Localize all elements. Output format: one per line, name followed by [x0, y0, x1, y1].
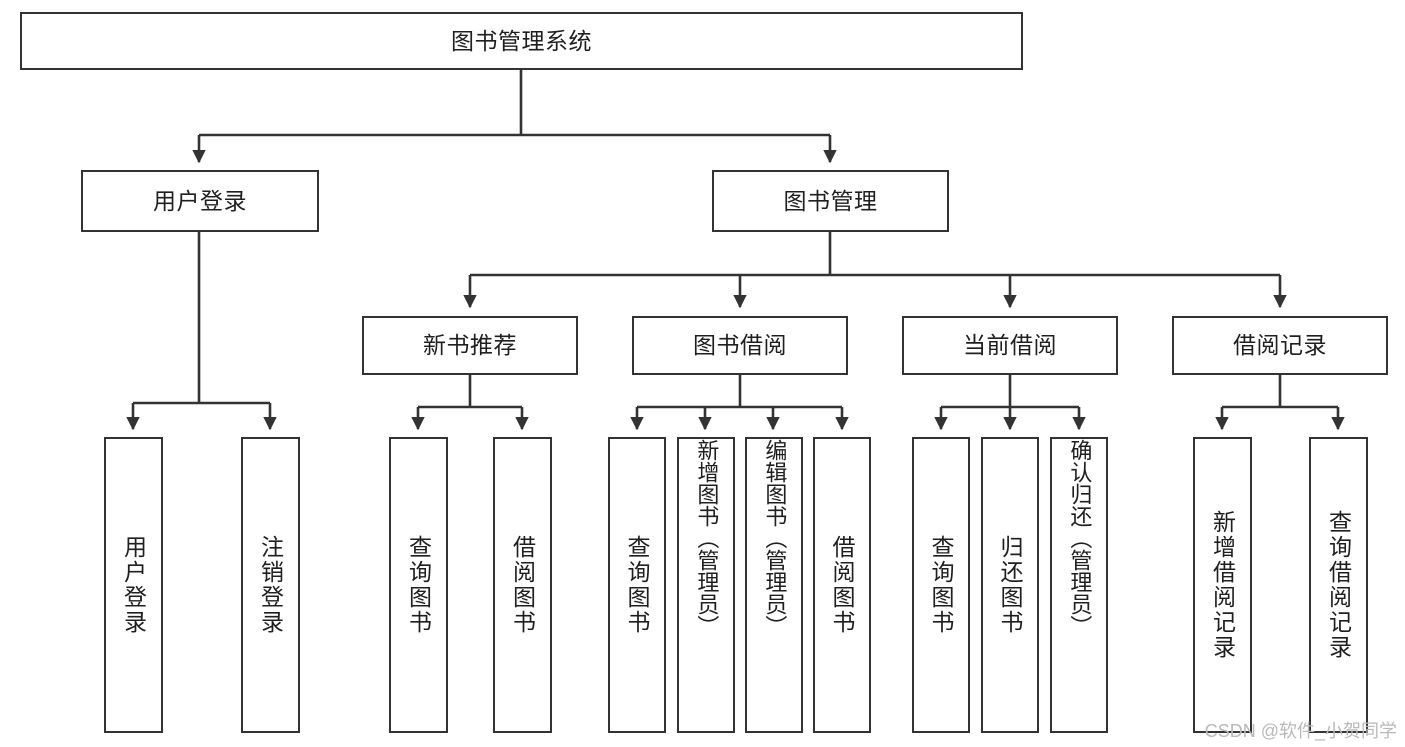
- node-label: 查询图书: [624, 535, 651, 635]
- node-label: 查询图书: [405, 535, 432, 635]
- leaf-query-book-borrow[interactable]: 查询图书: [608, 437, 666, 733]
- leaf-logout-login[interactable]: 注销登录: [241, 437, 300, 733]
- leaf-confirm-return[interactable]: 确认归还（管理员）: [1050, 437, 1108, 733]
- leaf-query-borrow-record[interactable]: 查询借阅记录: [1309, 437, 1368, 733]
- node-label: 当前借阅: [963, 332, 1057, 359]
- leaf-return-book[interactable]: 归还图书: [981, 437, 1039, 733]
- leaf-add-borrow-record[interactable]: 新增借阅记录: [1193, 437, 1252, 733]
- node-current-borrow[interactable]: 当前借阅: [902, 316, 1118, 375]
- leaf-edit-book[interactable]: 编辑图书（管理员）: [745, 437, 803, 733]
- node-label: 查询图书: [928, 535, 955, 635]
- node-new-book-recommend[interactable]: 新书推荐: [362, 316, 578, 375]
- node-label: 注销登录: [257, 535, 284, 635]
- node-label: 用户登录: [153, 187, 247, 214]
- leaf-borrow-book-recommend[interactable]: 借阅图书: [493, 437, 552, 733]
- watermark-text: CSDN @软件_小贺同学: [1204, 721, 1397, 741]
- node-root-system[interactable]: 图书管理系统: [20, 12, 1023, 70]
- node-user-login[interactable]: 用户登录: [81, 170, 319, 232]
- node-label: 用户登录: [120, 535, 147, 635]
- node-label: 确认归还（管理员）: [1067, 439, 1093, 637]
- node-label: 查询借阅记录: [1325, 510, 1352, 660]
- leaf-borrow-book[interactable]: 借阅图书: [813, 437, 871, 733]
- node-label: 编辑图书（管理员）: [762, 439, 788, 637]
- node-label: 新增借阅记录: [1209, 510, 1236, 660]
- node-label: 图书管理系统: [451, 27, 592, 54]
- node-book-borrow[interactable]: 图书借阅: [632, 316, 848, 375]
- node-label: 借阅图书: [829, 535, 856, 635]
- leaf-query-book-current[interactable]: 查询图书: [912, 437, 970, 733]
- leaf-add-book[interactable]: 新增图书（管理员）: [677, 437, 735, 733]
- node-label: 图书借阅: [693, 332, 787, 359]
- node-borrow-record[interactable]: 借阅记录: [1172, 316, 1388, 375]
- node-label: 新书推荐: [423, 332, 517, 359]
- node-label: 新增图书（管理员）: [694, 439, 720, 637]
- node-label: 归还图书: [997, 535, 1024, 635]
- node-label: 借阅图书: [509, 535, 536, 635]
- node-label: 借阅记录: [1233, 332, 1327, 359]
- leaf-query-book-recommend[interactable]: 查询图书: [389, 437, 448, 733]
- node-label: 图书管理: [783, 187, 878, 214]
- node-book-manage[interactable]: 图书管理: [712, 170, 949, 232]
- leaf-user-login[interactable]: 用户登录: [104, 437, 163, 733]
